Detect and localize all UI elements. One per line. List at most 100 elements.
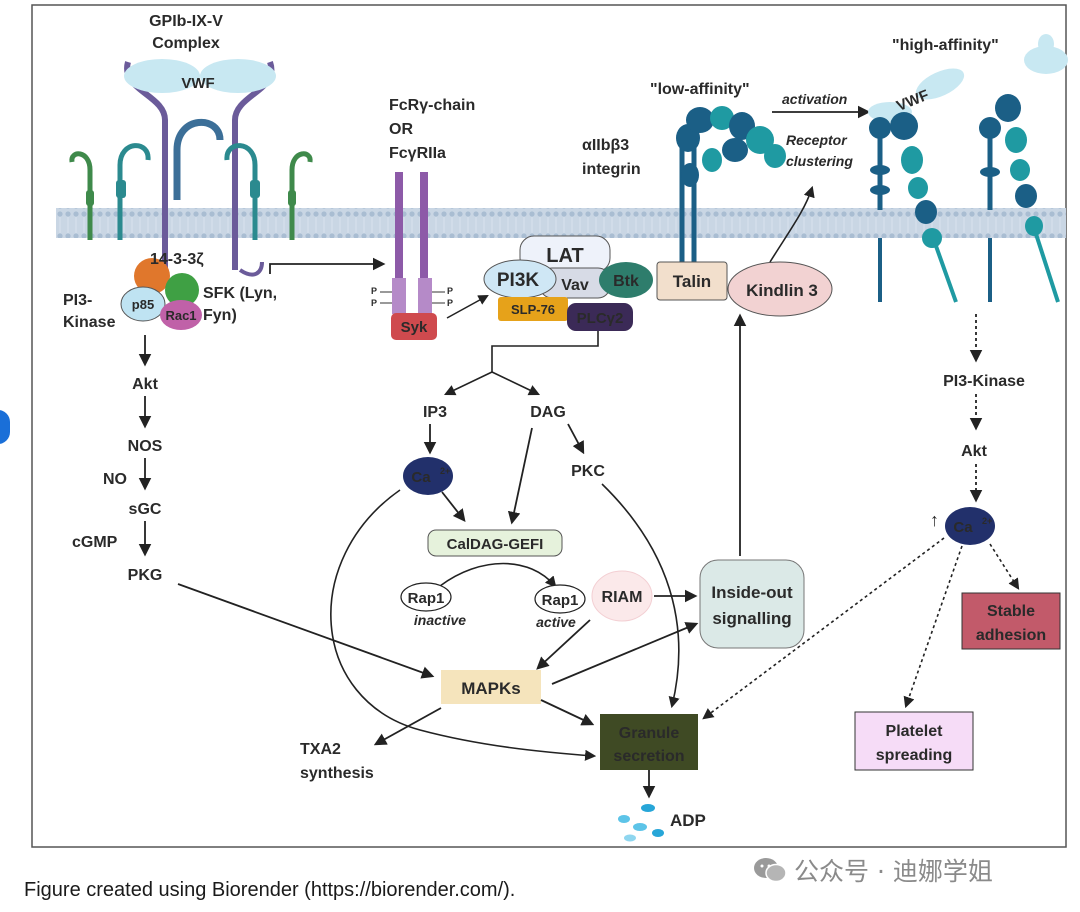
label-akt-right: Akt (961, 443, 987, 460)
adp-label: ADP (670, 811, 706, 830)
pi3k-label: PI3K (497, 270, 540, 291)
label-nos: NOS (128, 438, 163, 455)
label-pi3k-right: PI3-Kinase (943, 373, 1025, 390)
label-no: NO (103, 471, 127, 488)
inside-out-label-1: Inside-out (711, 583, 793, 602)
p-mark-3: P (447, 286, 453, 296)
platelet-spreading-label-2: spreading (876, 747, 952, 764)
riam-label: RIAM (602, 589, 643, 606)
integrin-high-affinity (868, 34, 1068, 303)
txa2-label-2: synthesis (300, 765, 374, 782)
granule-label-1: Granule (619, 725, 680, 742)
cell-membrane (56, 208, 1066, 238)
label-pkg: PKG (128, 567, 163, 584)
watermark: 公众号 · 迪娜学姐 (752, 852, 993, 888)
side-handle (0, 410, 10, 444)
ca-label-right: Ca (953, 519, 973, 536)
label-rac1: Rac1 (165, 308, 196, 323)
active-label: active (536, 614, 576, 630)
kindlin3-box (727, 261, 833, 317)
stable-adhesion-box (961, 592, 1061, 650)
p-mark-1: P (371, 286, 377, 296)
slp76-box (498, 297, 568, 321)
protein-sfk (165, 273, 199, 307)
watermark-text: 公众号 · 迪娜学姐 (794, 857, 993, 886)
ca-sup-right: 2+ (982, 516, 992, 526)
inside-out-label-2: signalling (712, 609, 791, 628)
ca-circle-middle (403, 457, 453, 495)
integrin-label-2: integrin (582, 161, 641, 178)
label-cgmp: cGMP (72, 534, 118, 551)
stable-adhesion-label-1: Stable (987, 603, 1035, 620)
kindlin3-label: Kindlin 3 (746, 281, 818, 300)
plcg2-label: PLCγ2 (577, 310, 624, 327)
label-pkc: PKC (571, 463, 605, 480)
ca-sup-middle: 2+ (440, 466, 450, 476)
up-arrow-label: ↑ (930, 510, 939, 530)
label-akt-left: Akt (132, 376, 158, 393)
figure-frame (31, 4, 1067, 848)
label-sfk-2: Fyn) (203, 307, 237, 324)
label-sgc: sGC (129, 501, 162, 518)
vav-label: Vav (561, 277, 589, 294)
platelet-spreading-box (854, 711, 974, 771)
integrin-low-affinity (676, 106, 786, 262)
gp-complex-label-1: GPIb-IX-V (149, 13, 223, 30)
platelet-spreading-label-1: Platelet (886, 723, 944, 740)
syk-box (391, 313, 437, 340)
label-1433: 14-3-3ζ (150, 251, 204, 268)
fcr-label-1: FcRγ-chain (389, 97, 475, 114)
label-dag: DAG (530, 404, 566, 421)
protein-rac1 (160, 300, 202, 330)
talin-box (656, 261, 728, 301)
label-pi3k-2: Kinase (63, 314, 116, 331)
inactive-label: inactive (414, 612, 466, 628)
p-mark-4: P (447, 298, 453, 308)
txa2-label-1: TXA2 (300, 741, 341, 758)
fcr-label-3: FcγRIIa (389, 145, 446, 162)
ca-circle-right (945, 507, 995, 545)
granule-box (600, 714, 698, 770)
plcg2-box (567, 303, 633, 331)
btk-box (599, 262, 653, 298)
rap1-inactive-oval (400, 582, 452, 612)
rap1-active-oval (534, 584, 586, 614)
activation-label: activation (782, 91, 847, 107)
gp-complex (69, 59, 313, 277)
receptor-clustering-label-1: Receptor (786, 132, 848, 148)
syk-label: Syk (401, 319, 428, 336)
granule-label-2: secretion (613, 748, 684, 765)
receptor-clustering-label-2: clustering (786, 153, 853, 169)
inside-out-box (699, 559, 805, 649)
stable-adhesion-label-2: adhesion (976, 627, 1046, 644)
label-ip3: IP3 (423, 404, 447, 421)
lat-label: LAT (546, 245, 583, 267)
fcr-receptor (392, 172, 432, 314)
rap1-active-label: Rap1 (542, 592, 579, 609)
wechat-icon (754, 858, 787, 883)
label-pi3k-1: PI3- (63, 292, 92, 309)
vwf-label-right: VWF (894, 87, 931, 115)
protein-1433 (134, 258, 170, 294)
adp-granules (618, 804, 664, 842)
rap1-inactive-label: Rap1 (408, 590, 445, 607)
figure-caption: Figure created using Biorender (https://… (24, 879, 516, 901)
gp-complex-label-2: Complex (152, 35, 220, 52)
slp76-label: SLP-76 (511, 302, 555, 317)
caldag-label: CalDAG-GEFI (447, 536, 544, 553)
mapks-label: MAPKs (461, 679, 521, 698)
caldag-box (427, 529, 563, 557)
ca-label-middle: Ca (411, 469, 431, 486)
label-p85: p85 (132, 297, 154, 312)
mapks-box (441, 670, 541, 704)
high-affinity-label: "high-affinity" (892, 37, 999, 54)
riam-circle (591, 570, 653, 622)
p-mark-2: P (371, 298, 377, 308)
vwf-label-left: VWF (181, 75, 214, 92)
low-affinity-label: "low-affinity" (650, 81, 750, 98)
talin-label: Talin (673, 272, 711, 291)
integrin-label-1: αIIbβ3 (582, 137, 629, 154)
protein-p85 (120, 286, 166, 322)
label-sfk-1: SFK (Lyn, (203, 285, 277, 302)
